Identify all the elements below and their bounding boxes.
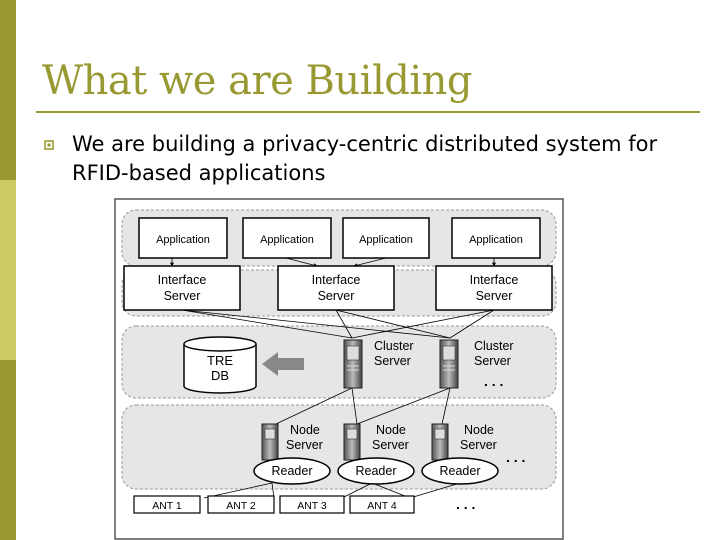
reader-ellipse: Reader: [253, 457, 331, 485]
svg-text:ANT 3: ANT 3: [297, 500, 327, 512]
svg-text:Reader: Reader: [440, 464, 481, 478]
server-tower-icon: [343, 423, 361, 461]
cluster-server-label: Cluster: [474, 339, 514, 353]
node-server-label: Server: [460, 438, 497, 452]
antenna-box: ANT 4: [349, 495, 415, 514]
svg-text:Application: Application: [156, 234, 210, 246]
cluster-server-label: Cluster: [374, 339, 414, 353]
svg-text:Interface: Interface: [312, 273, 361, 287]
ellipsis: . . .: [456, 496, 475, 512]
svg-text:ANT 2: ANT 2: [226, 500, 256, 512]
bullet-text: We are building a privacy-centric distri…: [72, 132, 658, 185]
svg-text:Reader: Reader: [272, 464, 313, 478]
svg-text:Application: Application: [469, 234, 523, 246]
architecture-diagram: Application Application Application Appl…: [114, 198, 564, 540]
node-server-label: Node: [290, 423, 320, 437]
svg-text:Application: Application: [260, 234, 314, 246]
interface-server-box: Interface Server: [123, 265, 241, 311]
svg-text:Server: Server: [318, 289, 355, 303]
ellipsis: . . .: [484, 373, 503, 389]
antenna-box: ANT 2: [207, 495, 275, 514]
svg-text:ANT 1: ANT 1: [152, 500, 182, 512]
svg-text:Interface: Interface: [158, 273, 207, 287]
cylinder-db-icon: TRE DB: [183, 336, 257, 394]
interface-server-box: Interface Server: [277, 265, 395, 311]
server-tower-icon: [343, 339, 363, 389]
svg-text:ANT 4: ANT 4: [367, 500, 397, 512]
node-server-label: Node: [464, 423, 494, 437]
reader-ellipse: Reader: [337, 457, 415, 485]
server-tower-icon: [261, 423, 279, 461]
cluster-server-label: Server: [474, 354, 511, 368]
sidebar-block-bottom: [0, 360, 16, 540]
node-server-label: Node: [376, 423, 406, 437]
interface-server-box: Interface Server: [435, 265, 553, 311]
cluster-server-label: Server: [374, 354, 411, 368]
hollow-square-icon: [44, 140, 54, 150]
application-box: Application: [342, 217, 430, 259]
db-label-line1: TRE: [207, 353, 233, 368]
server-tower-icon: [439, 339, 459, 389]
svg-text:Interface: Interface: [470, 273, 519, 287]
antenna-box: ANT 3: [279, 495, 345, 514]
ellipsis: . . .: [506, 449, 525, 465]
node-server-label: Server: [286, 438, 323, 452]
left-arrow-icon: [262, 352, 304, 376]
node-server-label: Server: [372, 438, 409, 452]
slide-title: What we are Building: [42, 58, 473, 104]
application-box: Application: [242, 217, 332, 259]
application-box: Application: [138, 217, 228, 259]
db-label-line2: DB: [211, 368, 229, 383]
svg-text:Server: Server: [164, 289, 201, 303]
sidebar-block-top: [0, 0, 16, 180]
sidebar-block-middle: [0, 180, 16, 360]
connection-lines: [170, 257, 496, 499]
reader-ellipse: Reader: [421, 457, 499, 485]
svg-text:Application: Application: [359, 234, 413, 246]
svg-text:Server: Server: [476, 289, 513, 303]
title-underline: [36, 111, 700, 113]
svg-text:Reader: Reader: [356, 464, 397, 478]
antenna-box: ANT 1: [133, 495, 201, 514]
application-box: Application: [451, 217, 541, 259]
sidebar-stripe: [0, 0, 16, 540]
server-tower-icon: [431, 423, 449, 461]
